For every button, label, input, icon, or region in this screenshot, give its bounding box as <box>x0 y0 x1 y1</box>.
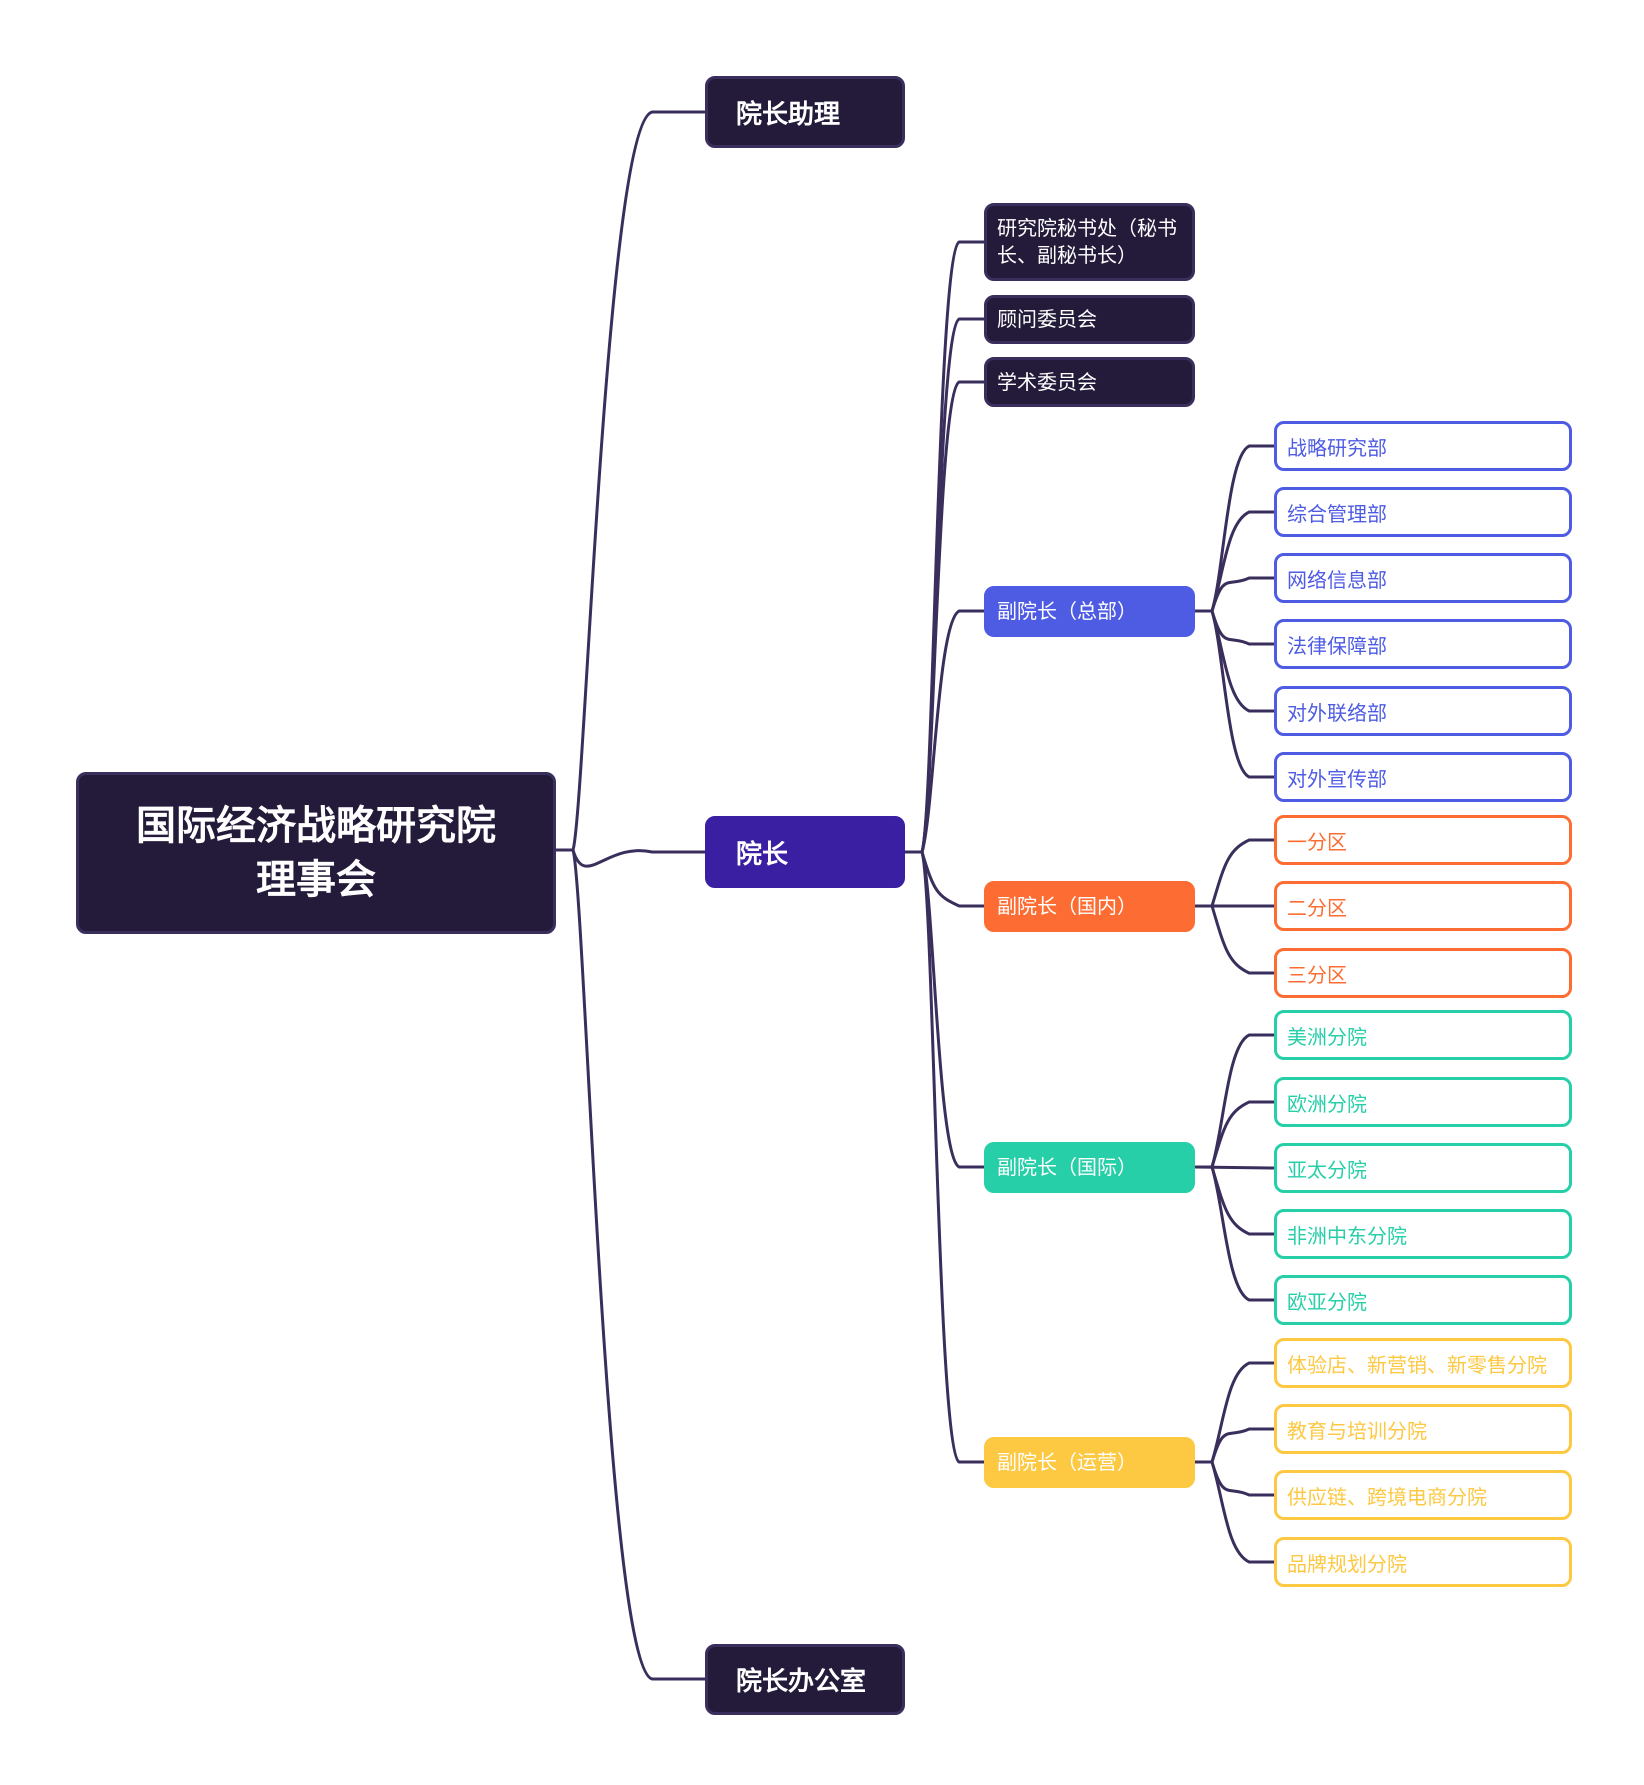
node-label: 副院长（国内） <box>997 894 1137 918</box>
link-president-vp-domestic <box>905 850 984 908</box>
link-domestic-leaf <box>1195 838 1274 908</box>
node-advisory-committee[interactable]: 顾问委员会 <box>984 295 1195 344</box>
leaf-node-intl[interactable]: 美洲分院 <box>1274 1010 1572 1060</box>
leaf-node-hq[interactable]: 对外联络部 <box>1274 686 1572 736</box>
link-hq-leaf <box>1195 609 1274 779</box>
node-label: 一分区 <box>1287 829 1347 854</box>
leaf-node-hq[interactable]: 网络信息部 <box>1274 553 1572 603</box>
link-hq-leaf <box>1195 576 1274 613</box>
leaf-node-domestic[interactable]: 三分区 <box>1274 948 1572 998</box>
node-vp-hq[interactable]: 副院长（总部） <box>984 586 1195 637</box>
link-hq-leaf <box>1195 510 1274 613</box>
leaf-node-ops[interactable]: 体验店、新营销、新零售分院 <box>1274 1338 1572 1388</box>
node-vp-operations[interactable]: 副院长（运营） <box>984 1437 1195 1488</box>
link-president-advisory <box>905 317 984 854</box>
node-label: 美洲分院 <box>1287 1024 1367 1049</box>
link-president-vp-ops <box>905 850 984 1464</box>
link-president-secretariat <box>905 240 984 854</box>
leaf-node-intl[interactable]: 亚太分院 <box>1274 1143 1572 1193</box>
leaf-node-ops[interactable]: 品牌规划分院 <box>1274 1537 1572 1587</box>
link-hq-leaf <box>1195 609 1274 646</box>
link-ops-leaf <box>1195 1460 1274 1564</box>
node-label: 综合管理部 <box>1287 501 1387 526</box>
node-label: 亚太分院 <box>1287 1157 1367 1182</box>
leaf-node-hq[interactable]: 对外宣传部 <box>1274 752 1572 802</box>
node-label: 副院长（运营） <box>997 1450 1137 1474</box>
link-ops-leaf <box>1195 1361 1274 1464</box>
link-intl-leaf <box>1195 1165 1274 1302</box>
node-label: 学术委员会 <box>997 369 1097 394</box>
node-president-office[interactable]: 院长办公室 <box>705 1644 905 1715</box>
node-label: 品牌规划分院 <box>1287 1551 1407 1576</box>
leaf-node-domestic[interactable]: 一分区 <box>1274 815 1572 865</box>
link-president-academic <box>905 380 984 854</box>
leaf-node-intl[interactable]: 欧亚分院 <box>1274 1275 1572 1325</box>
root-label-line1: 国际经济战略研究院 <box>136 803 496 849</box>
leaf-node-hq[interactable]: 战略研究部 <box>1274 421 1572 471</box>
node-label: 欧亚分院 <box>1287 1289 1367 1314</box>
node-label: 副院长（国际） <box>997 1155 1137 1179</box>
link-ops-leaf <box>1195 1460 1274 1497</box>
link-intl-leaf <box>1195 1165 1274 1236</box>
node-vp-domestic[interactable]: 副院长（国内） <box>984 881 1195 932</box>
node-label: 教育与培训分院 <box>1287 1418 1427 1443</box>
root-node-board[interactable]: 国际经济战略研究院 理事会 <box>76 772 556 934</box>
leaf-node-domestic[interactable]: 二分区 <box>1274 881 1572 931</box>
node-label: 对外宣传部 <box>1287 766 1387 791</box>
node-label: 非洲中东分院 <box>1287 1223 1407 1248</box>
node-academic-committee[interactable]: 学术委员会 <box>984 357 1195 407</box>
link-intl-leaf <box>1195 1100 1274 1169</box>
node-vp-international[interactable]: 副院长（国际） <box>984 1142 1195 1193</box>
leaf-node-ops[interactable]: 教育与培训分院 <box>1274 1404 1572 1454</box>
node-label: 院长办公室 <box>736 1667 867 1697</box>
node-label: 网络信息部 <box>1287 567 1387 592</box>
node-secretariat[interactable]: 研究院秘书处（秘书长、副秘书长） <box>984 203 1195 281</box>
leaf-node-intl[interactable]: 非洲中东分院 <box>1274 1209 1572 1259</box>
node-label: 副院长（总部） <box>997 599 1137 623</box>
node-label: 院长 <box>736 839 789 870</box>
link-root-assistant <box>556 110 705 852</box>
leaf-node-hq[interactable]: 综合管理部 <box>1274 487 1572 537</box>
link-president-vp-hq <box>905 609 984 854</box>
node-president[interactable]: 院长 <box>705 816 905 888</box>
node-president-assistant[interactable]: 院长助理 <box>705 76 905 148</box>
node-label: 院长助理 <box>736 99 841 130</box>
link-domestic-leaf <box>1195 904 1274 975</box>
node-label: 对外联络部 <box>1287 700 1387 725</box>
node-label: 顾问委员会 <box>997 307 1097 331</box>
node-label: 法律保障部 <box>1287 633 1387 658</box>
root-label-line2: 理事会 <box>256 857 376 903</box>
node-label: 供应链、跨境电商分院 <box>1287 1484 1487 1509</box>
node-label: 三分区 <box>1287 962 1347 987</box>
leaf-node-ops[interactable]: 供应链、跨境电商分院 <box>1274 1470 1572 1520</box>
link-root-office <box>556 848 705 1681</box>
root-label: 国际经济战略研究院 理事会 <box>136 799 496 907</box>
link-root-president <box>556 848 705 868</box>
leaf-node-hq[interactable]: 法律保障部 <box>1274 619 1572 669</box>
node-label: 二分区 <box>1287 895 1347 920</box>
link-hq-leaf <box>1195 609 1274 713</box>
node-label: 研究院秘书处（秘书长、副秘书长） <box>997 216 1177 267</box>
node-label: 战略研究部 <box>1287 435 1387 460</box>
leaf-node-intl[interactable]: 欧洲分院 <box>1274 1077 1572 1127</box>
link-ops-leaf <box>1195 1427 1274 1464</box>
node-label: 欧洲分院 <box>1287 1091 1367 1116</box>
node-label: 体验店、新营销、新零售分院 <box>1287 1352 1547 1377</box>
